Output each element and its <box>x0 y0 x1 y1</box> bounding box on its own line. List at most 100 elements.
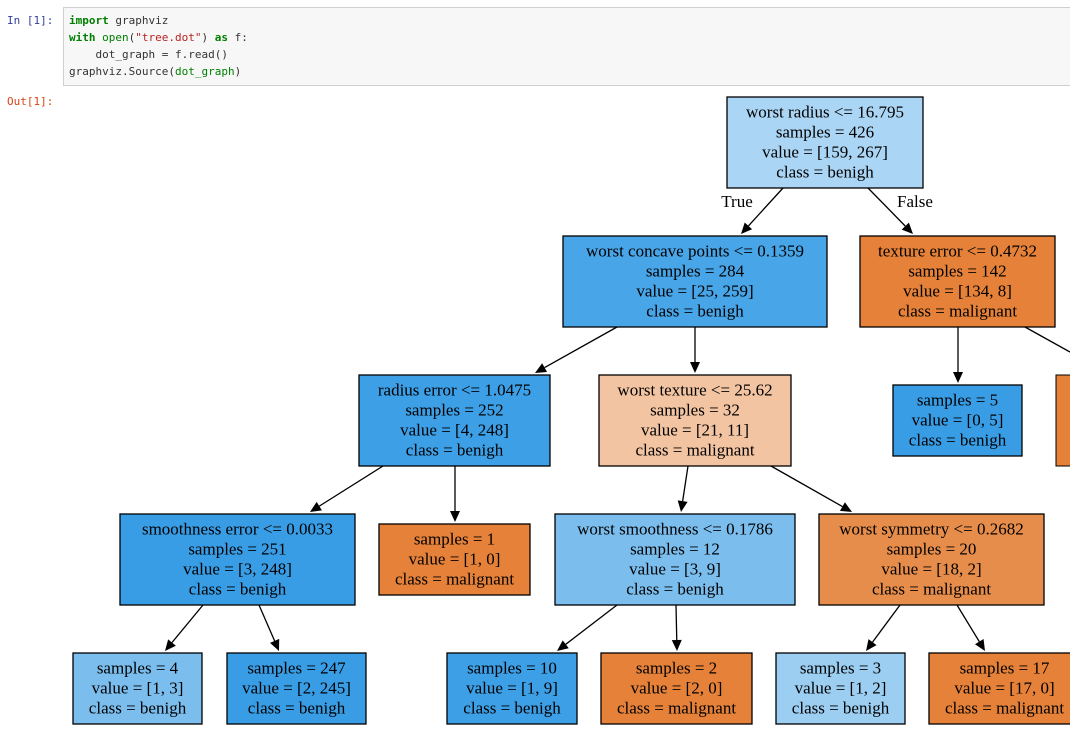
tree-node-line: samples = 32 <box>650 401 740 420</box>
tree-node-box <box>892 384 1023 457</box>
tree-edge-n4-n8 <box>682 465 689 502</box>
tree-node-line: samples = 247 <box>247 659 346 678</box>
tree-node-line: value = [1, 9] <box>466 679 558 698</box>
tree-edge-n3-n6 <box>318 465 384 507</box>
tree-node-line: value = [3, 9] <box>629 560 721 579</box>
tree-node-box <box>859 235 1056 328</box>
tree-edge-n1-n3 <box>544 326 618 369</box>
tree-node-line: samples = 426 <box>776 123 874 142</box>
tree-node-line: class = benigh <box>776 163 874 182</box>
tree-node-line: samples = 284 <box>646 262 745 281</box>
arrow-head <box>953 372 963 383</box>
tree-node-line: value = [1, 0] <box>409 550 501 569</box>
tree-edge-n6-n10 <box>171 604 204 643</box>
tree-node-line: value = [18, 2] <box>881 560 981 579</box>
tree-node-box <box>562 235 828 328</box>
output-prompt: Out[1]: <box>7 95 54 108</box>
tree-node-line: value = [2, 245] <box>242 679 351 698</box>
tree-edges <box>165 187 1070 651</box>
tree-node-box <box>119 513 356 606</box>
tree-edge-n6-n11 <box>258 604 276 642</box>
tree-node-line: class = benigh <box>909 431 1007 450</box>
tree-node-line: samples = 1 <box>414 530 495 549</box>
arrow-head <box>557 640 569 651</box>
tree-node-line: samples = 2 <box>636 659 717 678</box>
tree-edge-n0-n1 <box>747 187 784 227</box>
tree-node-box <box>775 652 906 725</box>
tree-node-line: value = [4, 248] <box>400 421 509 440</box>
tree-node-box <box>928 652 1070 725</box>
tree-node-box <box>554 513 796 606</box>
tree-node-line: value = [25, 259] <box>636 282 753 301</box>
tree-node-line: class = benigh <box>189 580 287 599</box>
tree-node-line: value = [1, 3] <box>92 679 184 698</box>
code-line-4: graphviz.Source(dot_graph) <box>69 65 242 78</box>
arrow-head <box>975 639 985 651</box>
tree-node-box <box>600 652 753 725</box>
tree-node-line: samples = 4 <box>97 659 179 678</box>
tree-node-box <box>378 523 531 596</box>
tree-node-box <box>726 96 924 189</box>
tree-node-line: worst smoothness <= 0.1786 <box>577 520 773 539</box>
arrow-head <box>741 222 753 234</box>
tree-node-line: samples = 251 <box>188 540 286 559</box>
tree-node-line: value = [1, 2] <box>795 679 887 698</box>
tree-node-line: samples = 5 <box>917 391 998 410</box>
tree-node-line: samples = 252 <box>405 401 503 420</box>
tree-node-line: class = malignant <box>898 302 1017 321</box>
arrow-head <box>535 363 548 373</box>
arrow-head <box>677 500 688 512</box>
tree-node-line: worst concave points <= 0.1359 <box>586 242 804 261</box>
tree-node-line: class = benigh <box>248 699 346 718</box>
tree-node-line: class = malignant <box>395 570 514 589</box>
tree-node-line: texture error <= 0.4732 <box>878 242 1037 261</box>
edge-label-true: True <box>721 192 753 211</box>
edge-label-false: False <box>897 192 933 211</box>
tree-node-line: value = [0, 5] <box>912 411 1004 430</box>
tree-edge-n8-n13 <box>675 604 678 641</box>
tree-node-line: class = benigh <box>646 302 744 321</box>
tree-node-line: worst texture <= 25.62 <box>617 381 772 400</box>
tree-node-line: class = malignant <box>872 580 991 599</box>
tree-node-line: value = [21, 11] <box>641 421 749 440</box>
tree-node-box <box>446 652 578 725</box>
code-line-1: import graphviz <box>69 14 169 27</box>
tree-node-line: radius error <= 1.0475 <box>378 381 531 400</box>
arrow-head <box>165 639 176 651</box>
tree-node-box <box>598 374 792 467</box>
keyword-import: import <box>69 14 109 27</box>
tree-node-line: worst symmetry <= 0.2682 <box>839 520 1023 539</box>
tree-node-line: value = [3, 248] <box>183 560 292 579</box>
arrow-head <box>671 639 682 651</box>
arrow-head <box>866 639 877 651</box>
tree-edge-n9-n14 <box>872 604 901 643</box>
arrow-head <box>690 362 700 373</box>
tree-edge-n9-n15 <box>956 604 980 642</box>
tree-node-line: class = benigh <box>626 580 724 599</box>
tree-node-line: samples = 20 <box>887 540 977 559</box>
code-cell[interactable]: import graphviz with open("tree.dot") as… <box>63 7 1070 86</box>
tree-node-line: class = benigh <box>89 699 187 718</box>
tree-node-line: value = [134, 8] <box>903 282 1012 301</box>
tree-node-line: class = malignant <box>945 699 1064 718</box>
tree-node-line: samples = 10 <box>467 659 557 678</box>
tree-node-line: value = [2, 0] <box>631 679 723 698</box>
code-line-2: with open("tree.dot") as f: <box>69 31 248 44</box>
tree-node-line: worst radius <= 16.795 <box>746 103 904 122</box>
tree-edge-n4-n9 <box>770 465 843 508</box>
tree-edge-n8-n12 <box>565 604 618 645</box>
string-literal: "tree.dot" <box>135 31 202 44</box>
tree-node-line: samples = 12 <box>630 540 720 559</box>
